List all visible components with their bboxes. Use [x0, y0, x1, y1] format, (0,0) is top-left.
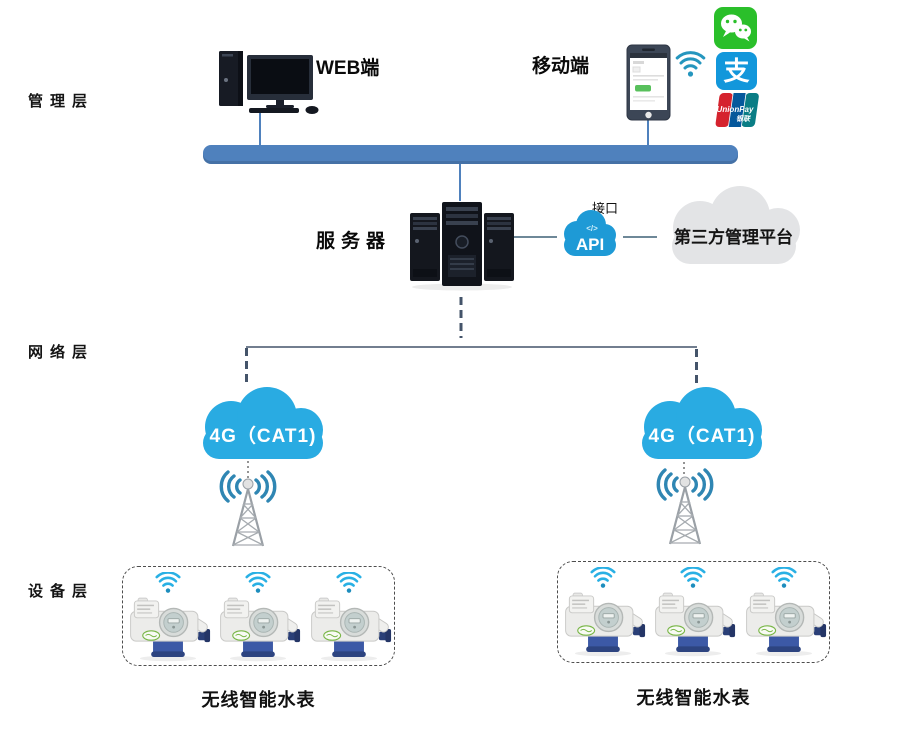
water-meter-icon	[220, 597, 301, 662]
server-towers-icon	[410, 202, 514, 291]
server-label: 服务器	[316, 231, 392, 252]
device-group-right	[557, 561, 830, 663]
cloud-shape	[642, 387, 762, 459]
third-party-label: 第三方管理平台	[674, 228, 793, 247]
wifi-icon	[245, 572, 272, 593]
api-cloud-icon: </> API	[564, 210, 616, 256]
layer-label-device: 设备层	[28, 583, 95, 600]
wifi-icon	[336, 572, 362, 593]
cloud-shape	[203, 387, 323, 459]
wifi-icon	[155, 572, 181, 593]
alipay-icon: 支	[716, 52, 757, 90]
svg-text:API: API	[576, 235, 604, 254]
water-meter-icon	[655, 592, 736, 657]
meter-caption-left: 无线智能水表	[201, 690, 316, 710]
management-bus-bar	[203, 145, 738, 164]
network-cloud-right: 4G（CAT1)	[622, 387, 782, 461]
unionpay-icon: UnionPay 银联	[715, 93, 759, 127]
antenna-tower-left-icon	[219, 470, 277, 547]
smartphone-icon	[626, 44, 671, 121]
svg-text:支: 支	[723, 56, 749, 86]
svg-text:UnionPay: UnionPay	[717, 105, 754, 114]
wifi-icon	[590, 567, 616, 588]
layer-label-management: 管理层	[28, 93, 95, 110]
network-cloud-right-label: 4G（CAT1)	[648, 426, 756, 447]
desktop-computer-icon	[219, 51, 319, 114]
mobile-terminal-label: 移动端	[532, 56, 590, 77]
antenna-tower-right-icon	[656, 468, 714, 545]
water-meter-icon	[745, 592, 826, 657]
water-meter-icon	[565, 592, 646, 657]
web-terminal-label: WEB端	[316, 58, 380, 79]
water-meter-icon	[310, 597, 391, 662]
water-meter-unit	[650, 567, 736, 657]
svg-text:</>: </>	[586, 224, 598, 233]
mobile-wifi-icon	[675, 51, 706, 77]
third-party-cloud: 第三方管理平台	[650, 186, 817, 268]
water-meter-unit	[560, 567, 646, 657]
gray-cloud-shape	[672, 186, 800, 264]
network-cloud-left: 4G（CAT1)	[183, 387, 343, 461]
wifi-icon	[680, 567, 707, 588]
water-meter-icon	[130, 597, 211, 662]
water-meter-unit	[215, 572, 301, 662]
meter-caption-right: 无线智能水表	[636, 688, 751, 708]
water-meter-unit	[306, 572, 392, 662]
wifi-icon	[771, 567, 797, 588]
water-meter-unit	[125, 572, 211, 662]
svg-text:银联: 银联	[736, 114, 751, 123]
network-cloud-left-label: 4G（CAT1)	[209, 426, 317, 447]
water-meter-unit	[741, 567, 827, 657]
layer-label-network: 网络层	[28, 344, 95, 361]
device-group-left	[122, 566, 395, 666]
wechat-icon	[714, 7, 757, 49]
